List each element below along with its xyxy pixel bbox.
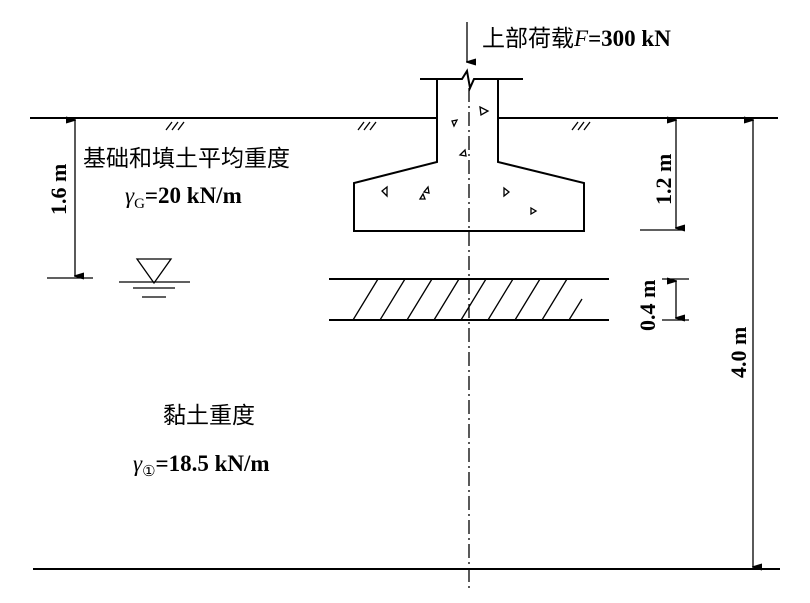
water-depth-label: 1.6 m: [46, 164, 71, 215]
footing-depth-label: 1.2 m: [651, 154, 676, 205]
clay-layer-title: 黏土重度: [163, 403, 255, 428]
water-table-icon: [119, 258, 190, 298]
soft-layer-thickness-label: 0.4 m: [635, 280, 660, 331]
ground-hatch-marks: [165, 121, 591, 131]
total-depth-label: 4.0 m: [726, 327, 751, 378]
soft-layer-hatch: [352, 278, 583, 321]
concrete-aggregate-marks: [381, 105, 538, 216]
fill-layer-title: 基础和填土平均重度: [83, 146, 290, 171]
load-label: 上部荷载F=300 kN: [482, 26, 671, 51]
footing-outline: [353, 68, 585, 232]
fill-layer-unit-weight: γG=20 kN/m: [125, 183, 242, 212]
clay-layer-unit-weight: γ①=18.5 kN/m: [133, 451, 270, 480]
